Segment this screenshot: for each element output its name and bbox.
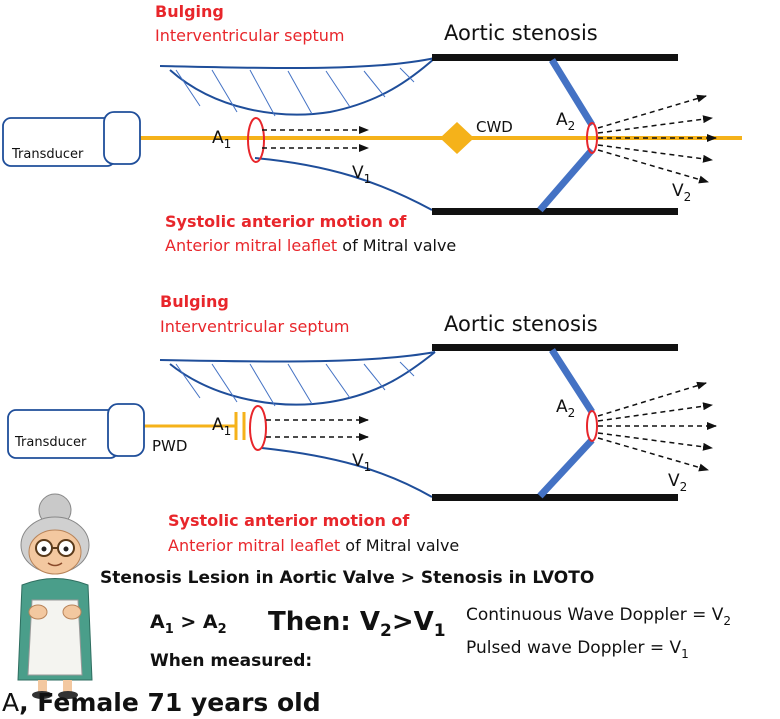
cwd-sample-point xyxy=(440,122,474,154)
aortic-leaflet-bottom xyxy=(537,147,595,213)
a1-label: A1 xyxy=(212,128,231,151)
summary-headline: Stenosis Lesion in Aortic Valve > Stenos… xyxy=(100,568,594,588)
mitral-leaflet-curve xyxy=(261,447,433,498)
aortic-wall-top xyxy=(432,344,678,351)
v1-label: V1 xyxy=(352,163,371,186)
transducer: Transducer xyxy=(2,111,141,167)
aortic-leaflet-top xyxy=(549,58,595,127)
v2-label: V2 xyxy=(668,471,687,494)
v2-flow-arrows xyxy=(597,94,717,184)
sam-line1: Systolic anterior motion of xyxy=(168,511,410,530)
panel-top: Transducer xyxy=(2,2,742,255)
a2-label: A2 xyxy=(556,110,575,133)
a2-label: A2 xyxy=(556,397,575,420)
v1-flow-arrows xyxy=(266,416,369,441)
when-measured: When measured: xyxy=(150,651,312,671)
septum-subtitle: Interventricular septum xyxy=(160,317,350,336)
a1-orifice xyxy=(249,405,267,451)
pwd-label: PWD xyxy=(152,437,187,455)
cwd-label: CWD xyxy=(476,118,513,136)
velocity-inequality: Then: V2>V1 xyxy=(268,607,446,641)
mitral-leaflet-curve xyxy=(254,157,433,211)
aortic-stenosis-title: Aortic stenosis xyxy=(444,312,598,336)
bulging-septum xyxy=(159,351,436,407)
aortic-wall-bottom xyxy=(432,494,678,501)
v2-flow-arrows xyxy=(597,381,717,472)
bulging-septum xyxy=(159,57,436,117)
transducer-label: Transducer xyxy=(14,435,87,450)
pw-doppler-note: Pulsed wave Doppler = V1 xyxy=(466,638,689,661)
v1-label: V1 xyxy=(352,451,371,474)
patient-caption: A, Female 71 years old xyxy=(2,688,321,717)
summary: Stenosis Lesion in Aortic Valve > Stenos… xyxy=(2,568,731,717)
aortic-stenosis-title: Aortic stenosis xyxy=(444,21,598,45)
area-inequality: A1 > A2 xyxy=(150,611,227,637)
sam-line1: Systolic anterior motion of xyxy=(165,212,407,231)
septum-subtitle: Interventricular septum xyxy=(155,26,345,45)
sam-line2: Anterior mitral leaflet of Mitral valve xyxy=(168,536,459,555)
a2-orifice xyxy=(586,410,598,442)
septum-title: Bulging xyxy=(155,2,224,21)
aortic-leaflet-bottom xyxy=(537,437,595,499)
transducer-label: Transducer xyxy=(11,147,84,162)
a2-orifice xyxy=(586,122,598,154)
aortic-wall-top xyxy=(432,54,678,61)
transducer: Transducer xyxy=(7,403,145,459)
elderly-woman-illustration xyxy=(17,493,93,699)
aortic-leaflet-top xyxy=(549,348,595,414)
a1-orifice xyxy=(247,117,265,163)
cw-doppler-note: Continuous Wave Doppler = V2 xyxy=(466,605,731,628)
panel-bottom: Transducer xyxy=(7,292,717,555)
sam-line2: Anterior mitral leaflet of Mitral valve xyxy=(165,236,456,255)
septum-title: Bulging xyxy=(160,292,229,311)
a1-label: A1 xyxy=(212,415,231,438)
v2-label: V2 xyxy=(672,181,691,204)
aortic-wall-bottom xyxy=(432,208,678,215)
